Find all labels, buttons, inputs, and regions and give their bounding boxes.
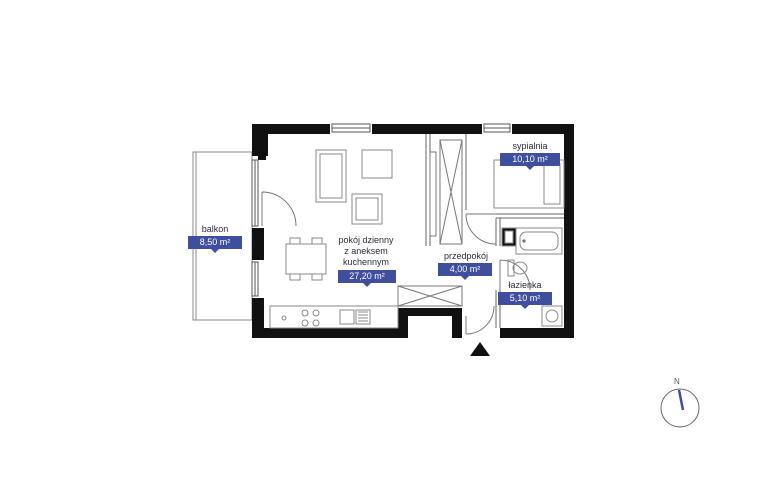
balkon-area-badge: 8,50 m² <box>188 236 242 253</box>
balcony-door <box>261 191 297 227</box>
bathroom-door <box>499 259 531 291</box>
bathroom-fixtures <box>501 227 563 327</box>
bedroom-door <box>465 213 497 245</box>
bedroom-name: sypialnia <box>512 141 548 151</box>
tall-cabinet <box>397 285 463 307</box>
exterior-walls <box>252 124 574 338</box>
windows <box>251 123 511 297</box>
living-room-area-badge: 27,20 m² <box>338 270 396 287</box>
hall-name: przedpokój <box>443 251 489 261</box>
living-room-name-line1: pokój dzienny <box>338 235 394 245</box>
entrance-door <box>465 305 495 335</box>
compass-north-label: N <box>674 377 680 386</box>
hall-area-badge: 4,00 m² <box>438 263 492 280</box>
bathroom-area-badge: 5,10 m² <box>498 292 552 309</box>
kitchen-counter <box>269 305 399 329</box>
living-room-furniture <box>285 149 393 281</box>
wardrobe <box>429 139 463 245</box>
living-room-name-line3: kuchennym <box>342 257 390 267</box>
entrance-arrow-icon <box>470 342 490 356</box>
balkon-name: balkon <box>201 224 229 234</box>
compass-icon <box>660 388 700 428</box>
bathroom-name: łazienka <box>508 280 542 290</box>
bedroom-area-badge: 10,10 m² <box>500 153 560 170</box>
living-room-name-line2: z aneksem <box>344 246 388 256</box>
